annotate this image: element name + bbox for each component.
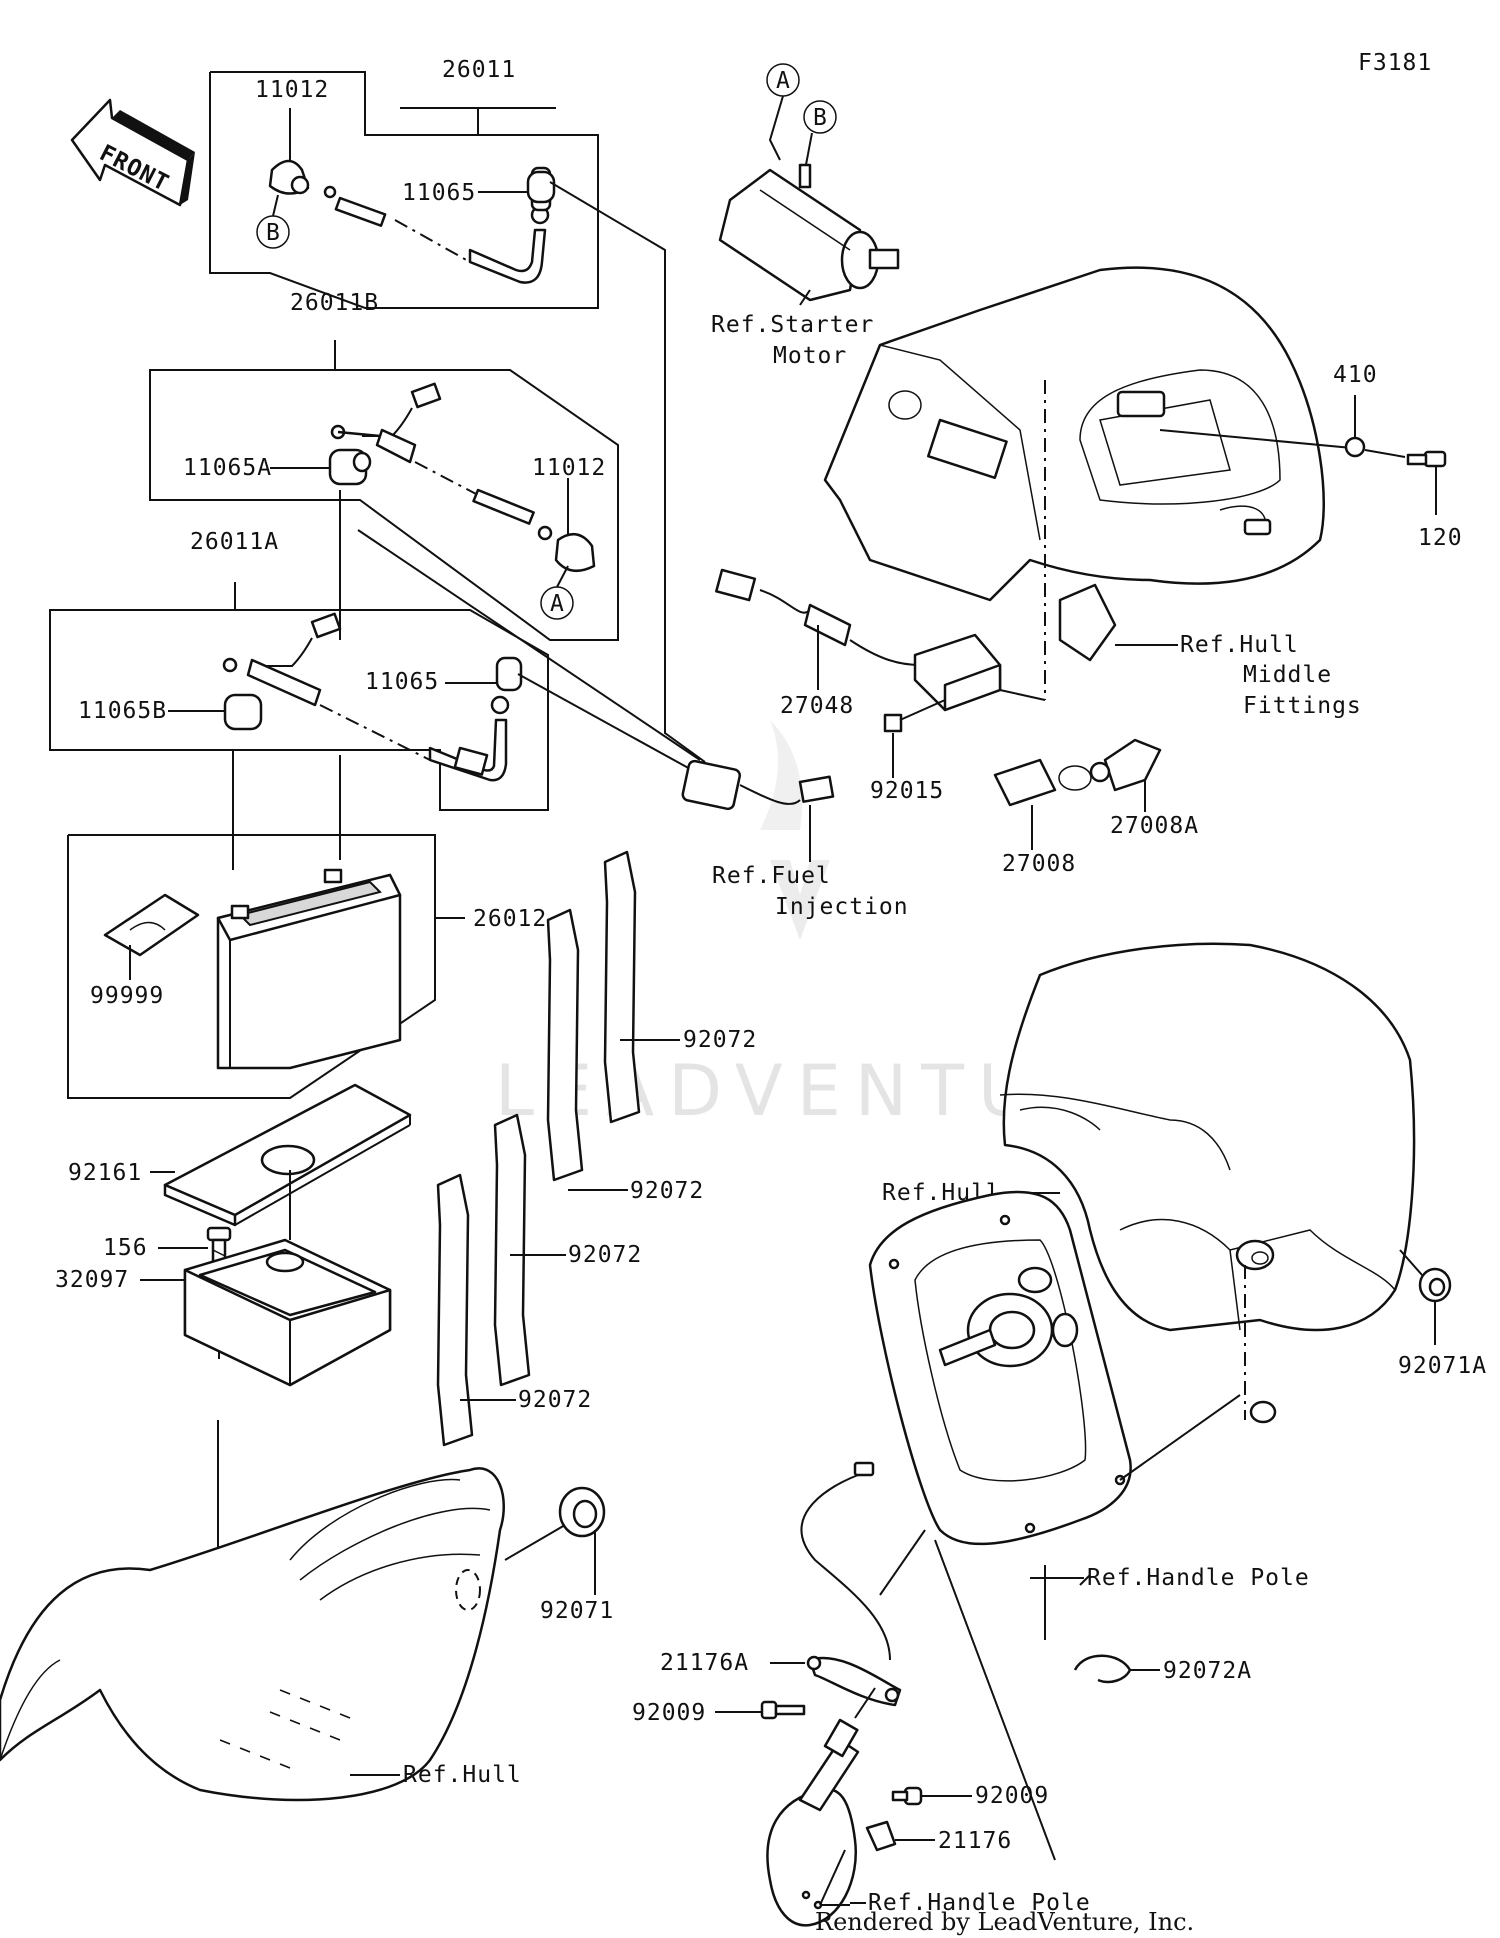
label-92072-4: 92072 (518, 1387, 592, 1413)
ref-handle-pole-1: Ref.Handle Pole (1087, 1565, 1310, 1591)
label-92015: 92015 (870, 778, 944, 804)
label-92072-1: 92072 (683, 1027, 757, 1053)
hull-right (999, 942, 1452, 1424)
battery-tray-32097 (183, 1170, 392, 1387)
battery-26012 (67, 834, 465, 1099)
label-99999: 99999 (90, 983, 164, 1009)
clip-92072A (1073, 1654, 1132, 1684)
label-92072-2: 92072 (630, 1178, 704, 1204)
label-27008A: 27008A (1110, 813, 1199, 839)
callout-b-left-text: B (266, 220, 281, 246)
label-11012-mid: 11012 (532, 455, 606, 481)
label-11012-top: 11012 (255, 77, 329, 103)
callout-a-right-text: A (776, 68, 791, 94)
front-arrow: FRONT (70, 98, 195, 207)
label-11065-mid: 11065 (365, 669, 439, 695)
ref-hull-mid-2: Middle (1243, 662, 1332, 688)
callout-b-right (803, 100, 837, 134)
cable-set-26011A (49, 582, 549, 811)
diagram-code: F3181 (1358, 50, 1432, 76)
ref-hull-bottom: Ref.Hull (403, 1762, 522, 1788)
label-92009-right: 92009 (975, 1783, 1049, 1809)
label-11065-top: 11065 (402, 180, 476, 206)
handle-pole-shaft (766, 1687, 876, 1927)
label-21176A: 21176A (660, 1650, 749, 1676)
label-11065B: 11065B (78, 698, 167, 724)
starter-motor (718, 63, 900, 306)
cable-set-26011 (209, 71, 599, 309)
label-32097: 32097 (55, 1267, 129, 1293)
label-92072-3: 92072 (568, 1242, 642, 1268)
keys-27008 (993, 738, 1162, 807)
label-120: 120 (1418, 525, 1463, 551)
label-26012: 26012 (473, 906, 547, 932)
label-92071: 92071 (540, 1598, 614, 1624)
relay-harness-27048 (715, 568, 1046, 733)
label-11065A: 11065A (183, 455, 272, 481)
screw-92009-left (715, 1700, 806, 1720)
label-26011A: 26011A (190, 529, 279, 555)
screw-92009-right (891, 1786, 972, 1806)
label-26011B: 26011B (290, 290, 379, 316)
hull-middle-fittings (823, 266, 1447, 700)
ref-starter-1: Ref.Starter (711, 312, 874, 338)
label-92161: 92161 (68, 1160, 142, 1186)
label-92072A: 92072A (1163, 1658, 1252, 1684)
label-21176: 21176 (938, 1828, 1012, 1854)
clamp-21176 (865, 1820, 935, 1852)
label-92009-left: 92009 (632, 1700, 706, 1726)
callout-a-left-text: A (550, 591, 565, 617)
ref-fuel-1: Ref.Fuel (712, 863, 831, 889)
footer-credit: Rendered by LeadVenture, Inc. (815, 1908, 1194, 1936)
label-27048: 27048 (780, 693, 854, 719)
ref-handle-pole-2: Ref.Handle Pole (868, 1890, 1091, 1916)
ref-fuel-2: Injection (775, 894, 909, 920)
battery-plate-92161 (163, 1083, 412, 1227)
straps-92072 (436, 850, 641, 1447)
callout-b-right-text: B (813, 105, 828, 131)
ref-hull-mid-1: Ref.Hull (1180, 632, 1299, 658)
cable-set-26011B (149, 340, 619, 641)
hull-bottom (0, 1467, 606, 1802)
sensor-21176A (770, 1655, 902, 1707)
label-156: 156 (103, 1235, 148, 1261)
label-26011: 26011 (442, 57, 516, 83)
label-92071A: 92071A (1398, 1353, 1487, 1379)
fuel-injection-connector (681, 759, 835, 862)
label-27008: 27008 (1002, 851, 1076, 877)
ref-starter-2: Motor (773, 343, 847, 369)
label-410: 410 (1333, 362, 1378, 388)
ref-hull-mid-3: Fittings (1243, 693, 1362, 719)
handle-pole-plate (800, 1190, 1241, 1661)
